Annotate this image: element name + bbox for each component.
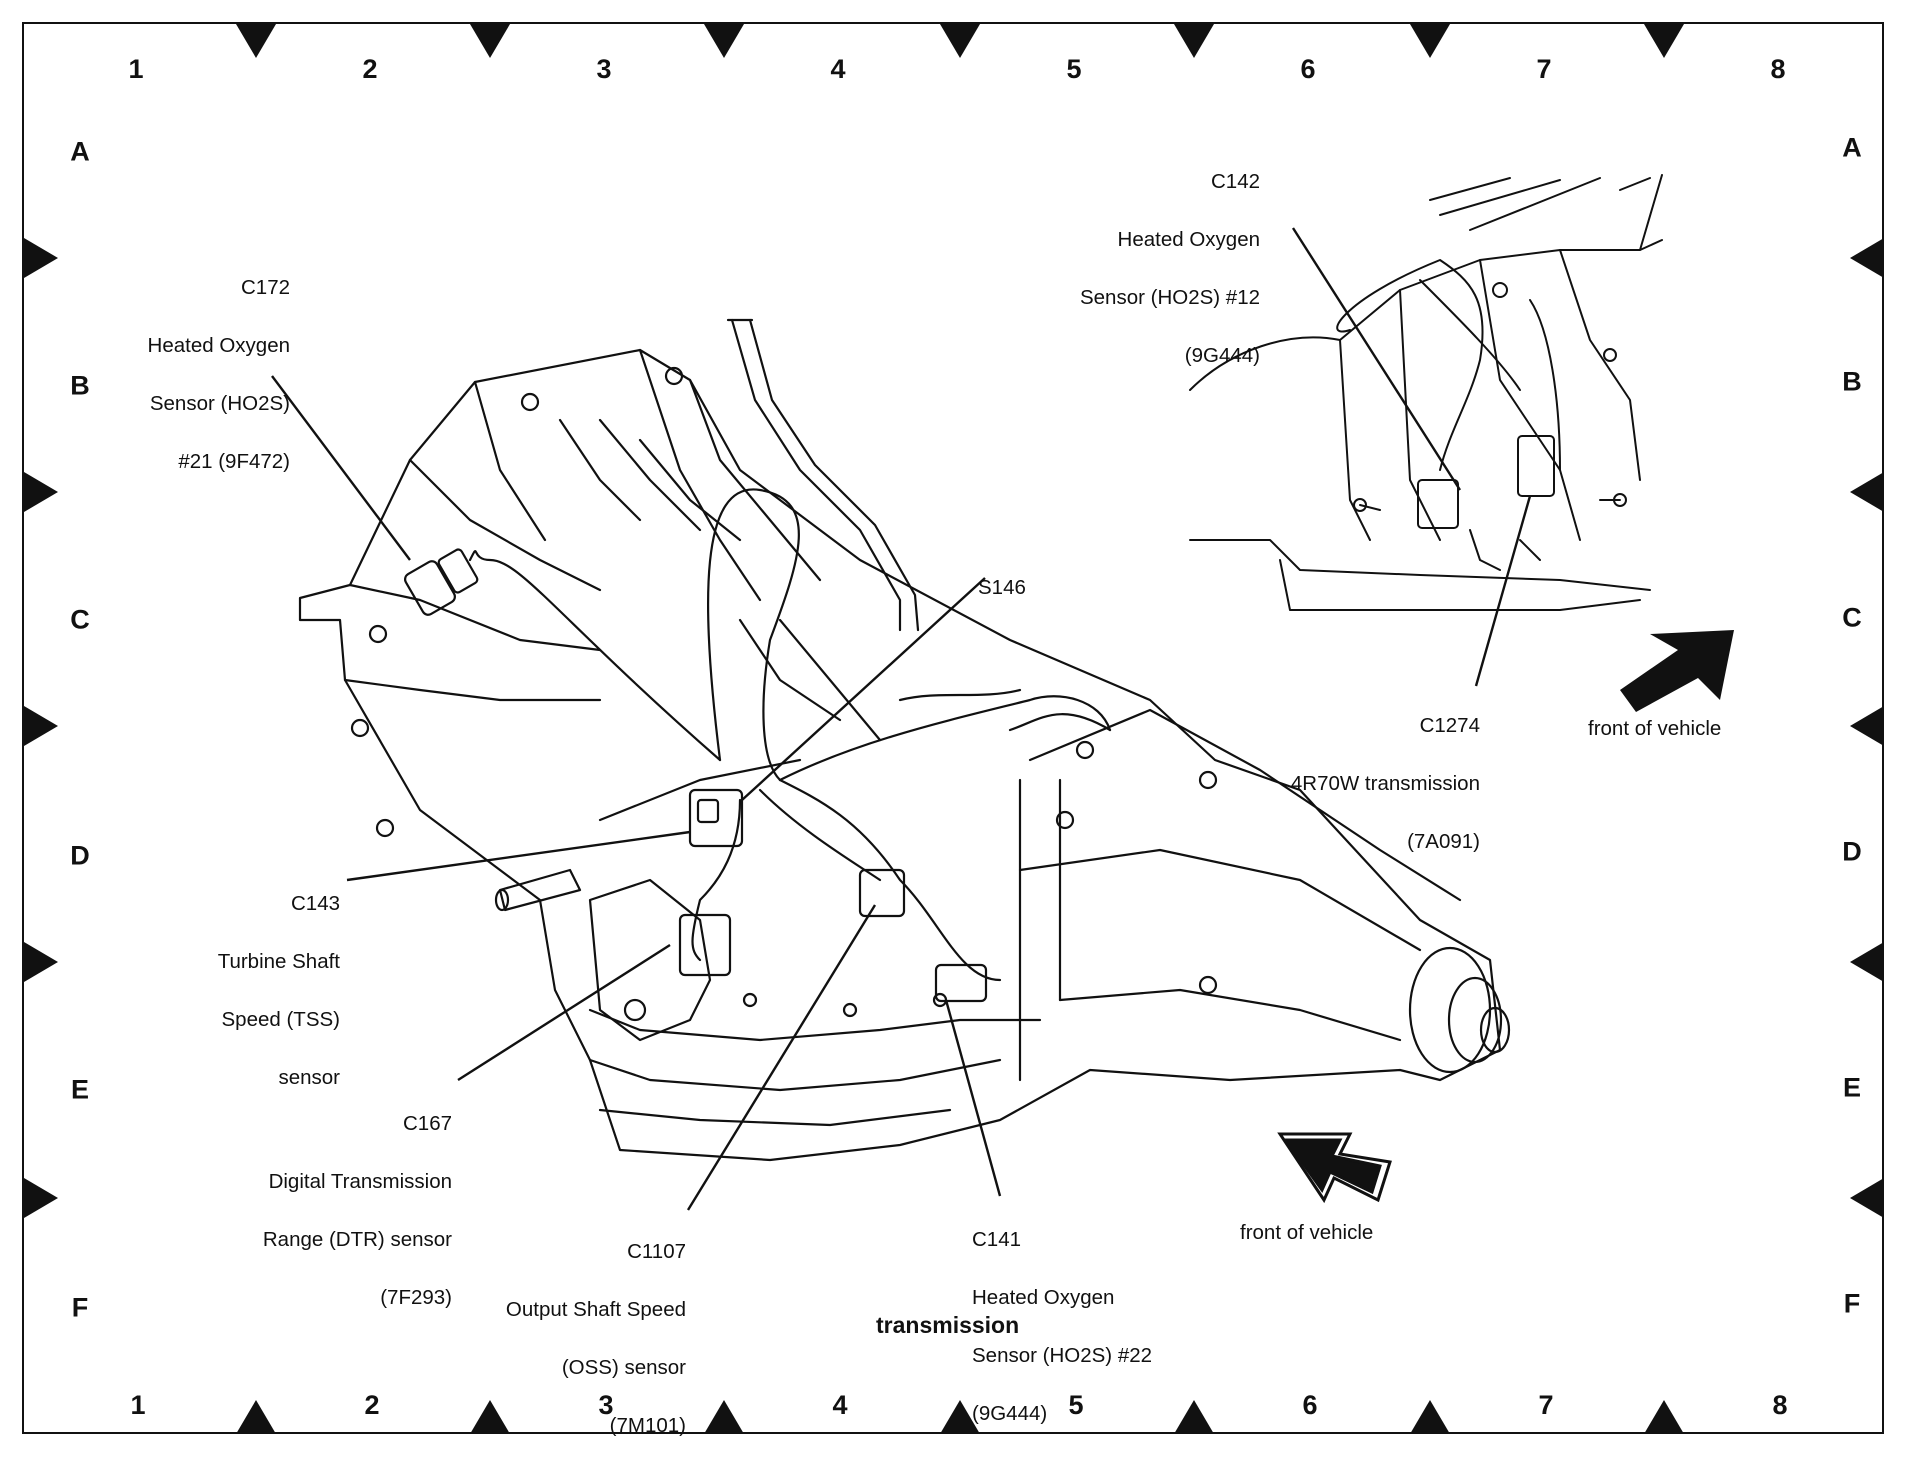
callout-s146: S146 — [978, 544, 1026, 631]
grid-row-f-left: F — [71, 1292, 89, 1323]
diagram-caption: transmission — [876, 1312, 1020, 1338]
grid-column-2-top: 2 — [362, 54, 378, 84]
grid-column-5-top: 5 — [1066, 54, 1082, 84]
front-of-vehicle-arrow-bottom — [1277, 1132, 1392, 1204]
callout-c172-line-3: Sensor (HO2S) — [149, 392, 290, 415]
main-transmission-drawing — [298, 318, 1511, 1162]
callout-c1107-line-4: (7M101) — [609, 1414, 686, 1437]
grid-row-d-left: D — [70, 840, 90, 871]
callout-leaders — [271, 227, 1532, 1211]
grid-column-1-bottom: 1 — [130, 1390, 146, 1420]
grid-column-1-top: 1 — [128, 54, 144, 84]
callout-c1107-line-1: C1107 — [627, 1240, 686, 1263]
callout-c167-line-2: Digital Transmission — [268, 1170, 452, 1193]
callout-c142-line-4: (9G444) — [1184, 344, 1260, 367]
callout-s146-line-1: S146 — [978, 576, 1026, 599]
callout-c141-line-2: Heated Oxygen — [972, 1286, 1115, 1309]
callout-c141-line-1: C141 — [972, 1228, 1022, 1251]
callout-c143-line-1: C143 — [290, 892, 340, 915]
callout-c1107: C1107 Output Shaft Speed (OSS) sensor (7… — [506, 1208, 686, 1469]
callout-c1274-line-3: (7A091) — [1407, 830, 1480, 853]
grid-column-7-top: 7 — [1536, 54, 1552, 84]
grid-column-4-bottom: 4 — [832, 1390, 848, 1420]
callout-c142-line-3: Sensor (HO2S) #12 — [1079, 286, 1260, 309]
grid-row-c-left: C — [70, 604, 90, 635]
callout-c172: C172 Heated Oxygen Sensor (HO2S) #21 (9F… — [148, 244, 290, 505]
grid-row-b-left: B — [70, 370, 90, 401]
grid-column-6-top: 6 — [1300, 54, 1316, 84]
front-of-vehicle-label-bottom: front of vehicle — [1240, 1221, 1374, 1244]
front-of-vehicle-label-top: front of vehicle — [1588, 717, 1722, 740]
callout-c1107-line-2: Output Shaft Speed — [505, 1298, 686, 1321]
grid-column-8-bottom: 8 — [1772, 1390, 1788, 1420]
grid-column-8-top: 8 — [1770, 54, 1786, 84]
grid-column-4-top: 4 — [830, 54, 846, 84]
callout-c172-line-4: #21 (9F472) — [178, 450, 290, 473]
callout-c143: C143 Turbine Shaft Speed (TSS) sensor — [218, 860, 340, 1121]
callout-c167: C167 Digital Transmission Range (DTR) se… — [263, 1080, 452, 1341]
callout-c142: C142 Heated Oxygen Sensor (HO2S) #12 (9G… — [1080, 138, 1260, 399]
grid-row-c-right: C — [1842, 602, 1862, 633]
grid-row-e-right: E — [1842, 1072, 1861, 1103]
front-of-vehicle-arrow-top — [1620, 630, 1734, 712]
callout-c143-line-2: Turbine Shaft — [217, 950, 340, 973]
grid-row-d-right: D — [1842, 836, 1862, 867]
callout-c1274-line-2: 4R70W transmission — [1290, 772, 1480, 795]
callout-c143-line-3: Speed (TSS) — [221, 1008, 341, 1031]
grid-row-a-right: A — [1842, 132, 1862, 163]
callout-c167-line-4: (7F293) — [380, 1286, 452, 1309]
grid-column-3-bottom: 3 — [598, 1390, 614, 1420]
callout-c172-line-1: C172 — [240, 276, 290, 299]
grid-column-5-bottom: 5 — [1068, 1390, 1084, 1420]
callout-c142-line-2: Heated Oxygen — [1117, 228, 1260, 251]
callout-c141-line-3: Sensor (HO2S) #22 — [972, 1344, 1153, 1367]
grid-row-b-right: B — [1842, 366, 1862, 397]
callout-c142-line-1: C142 — [1210, 170, 1260, 193]
grid-column-6-bottom: 6 — [1302, 1390, 1318, 1420]
callout-c172-line-2: Heated Oxygen — [147, 334, 290, 357]
callout-c1274: C1274 4R70W transmission (7A091) — [1291, 682, 1480, 885]
grid-row-e-left: E — [70, 1074, 89, 1105]
callout-c141: C141 Heated Oxygen Sensor (HO2S) #22 (9G… — [972, 1196, 1152, 1457]
callout-c1274-line-1: C1274 — [1419, 714, 1480, 737]
callout-c1107-line-3: (OSS) sensor — [561, 1356, 686, 1379]
callout-c141-line-4: (9G444) — [972, 1402, 1048, 1425]
grid-column-2-bottom: 2 — [364, 1390, 380, 1420]
grid-row-f-right: F — [1843, 1288, 1861, 1319]
grid-row-a-left: A — [70, 136, 90, 167]
callout-c167-line-3: Range (DTR) sensor — [262, 1228, 452, 1251]
grid-column-7-bottom: 7 — [1538, 1390, 1554, 1420]
grid-column-3-top: 3 — [596, 54, 612, 84]
grid-markers — [24, 24, 1884, 1434]
callout-c143-line-4: sensor — [278, 1066, 340, 1089]
callout-c167-line-1: C167 — [402, 1112, 452, 1135]
inset-transmission-drawing — [1189, 174, 1663, 611]
